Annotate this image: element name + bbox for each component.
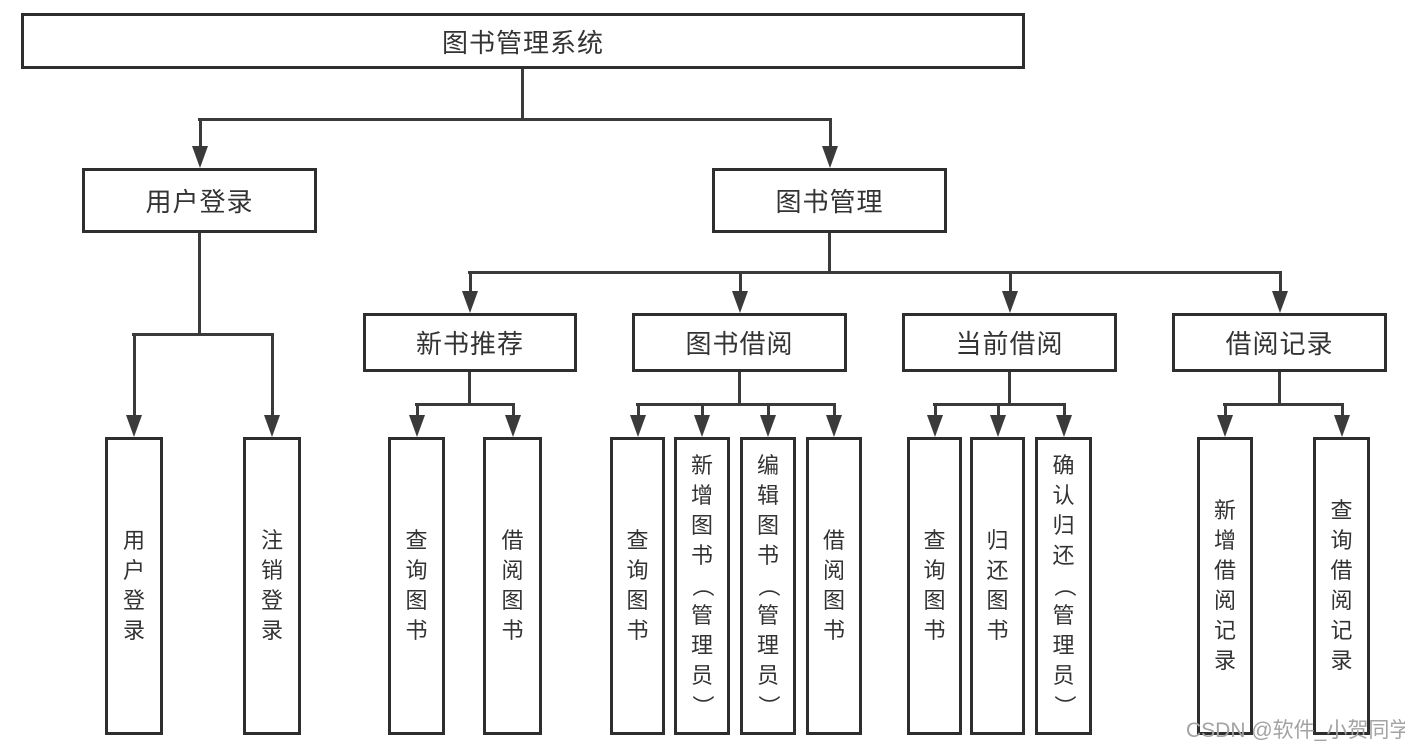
leaf-user-login-label: 用户登录 <box>122 528 145 643</box>
connector-current-borrow-stem <box>1008 372 1011 405</box>
leaf-newbook-query-books: 查询图书 <box>388 437 445 735</box>
leaf-logout: 注销登录 <box>243 437 301 735</box>
leaf-borrow-edit-books-label: 编辑图书（管理员） <box>756 453 781 717</box>
node-current-borrow-label: 当前借阅 <box>955 329 1064 359</box>
node-user-login-label: 用户登录 <box>145 187 254 217</box>
arrow-down-icon <box>927 403 943 437</box>
node-current-borrow: 当前借阅 <box>902 313 1117 372</box>
leaf-records-add-record-label: 新增借阅记录 <box>1213 498 1236 673</box>
connector-book-borrow-rail <box>636 403 836 406</box>
arrow-down-icon <box>1272 271 1288 313</box>
leaf-records-query-record: 查询借阅记录 <box>1313 437 1370 735</box>
leaf-current-confirm-return-label: 确认归还（管理员） <box>1051 453 1077 717</box>
leaf-newbook-borrow-books: 借阅图书 <box>483 437 542 735</box>
node-user-login: 用户登录 <box>82 168 317 233</box>
leaf-current-query-books-label: 查询图书 <box>923 528 946 643</box>
connector-book-borrow-stem <box>738 372 741 405</box>
leaf-logout-label: 注销登录 <box>260 528 283 643</box>
node-library-system: 图书管理系统 <box>21 13 1025 69</box>
leaf-borrow-add-books: 新增图书（管理员） <box>674 437 730 735</box>
node-book-borrow: 图书借阅 <box>632 313 847 372</box>
arrow-down-icon <box>126 333 142 437</box>
leaf-borrow-query-books: 查询图书 <box>610 437 665 735</box>
arrow-down-icon <box>990 403 1006 437</box>
arrow-down-icon <box>760 403 776 437</box>
arrow-down-icon <box>264 333 280 437</box>
arrow-down-icon <box>192 118 208 168</box>
leaf-borrow-add-books-label: 新增图书（管理员） <box>690 453 715 717</box>
connector-user-login-rail <box>132 333 273 336</box>
arrow-down-icon <box>694 403 710 437</box>
leaf-current-return-books: 归还图书 <box>970 437 1025 735</box>
connector-new-book-rail <box>415 403 515 406</box>
leaf-borrow-borrow-books: 借阅图书 <box>806 437 862 735</box>
arrow-down-icon <box>1334 403 1350 437</box>
connector-book-mgmt-rail <box>468 271 1281 274</box>
node-book-management-label: 图书管理 <box>775 187 884 217</box>
arrow-down-icon <box>732 271 748 313</box>
connector-root-rail <box>198 118 831 121</box>
arrow-down-icon <box>409 403 425 437</box>
leaf-newbook-borrow-books-label: 借阅图书 <box>501 528 524 643</box>
leaf-user-login: 用户登录 <box>105 437 163 735</box>
leaf-borrow-edit-books: 编辑图书（管理员） <box>740 437 796 735</box>
arrow-down-icon <box>1002 271 1018 313</box>
arrow-down-icon <box>630 403 646 437</box>
arrow-down-icon <box>826 403 842 437</box>
connector-root-stem <box>521 69 524 120</box>
node-new-book-recommend: 新书推荐 <box>363 313 577 372</box>
leaf-records-add-record: 新增借阅记录 <box>1197 437 1253 735</box>
connector-book-mgmt-stem <box>828 233 831 273</box>
arrow-down-icon <box>1056 403 1072 437</box>
arrow-down-icon <box>505 403 521 437</box>
node-book-borrow-label: 图书借阅 <box>685 329 794 359</box>
arrow-down-icon <box>462 271 478 313</box>
node-new-book-recommend-label: 新书推荐 <box>415 329 524 359</box>
leaf-borrow-query-books-label: 查询图书 <box>626 528 649 643</box>
connector-borrow-records-rail <box>1223 403 1343 406</box>
connector-new-book-stem <box>468 372 471 405</box>
csdn-watermark: CSDN @软件_小贺同学 <box>1186 719 1405 742</box>
node-library-system-label: 图书管理系统 <box>441 27 604 58</box>
leaf-current-return-books-label: 归还图书 <box>986 528 1009 643</box>
leaf-records-query-record-label: 查询借阅记录 <box>1330 498 1353 673</box>
node-book-management: 图书管理 <box>712 168 947 233</box>
node-borrow-records-label: 借阅记录 <box>1225 329 1334 359</box>
leaf-current-confirm-return: 确认归还（管理员） <box>1035 437 1092 735</box>
arrow-down-icon <box>1217 403 1233 437</box>
connector-user-login-stem <box>198 233 201 335</box>
leaf-borrow-borrow-books-label: 借阅图书 <box>822 528 845 643</box>
arrow-down-icon <box>822 118 838 168</box>
connector-borrow-records-stem <box>1278 372 1281 405</box>
leaf-newbook-query-books-label: 查询图书 <box>405 528 428 643</box>
leaf-current-query-books: 查询图书 <box>907 437 962 735</box>
node-borrow-records: 借阅记录 <box>1172 313 1387 372</box>
